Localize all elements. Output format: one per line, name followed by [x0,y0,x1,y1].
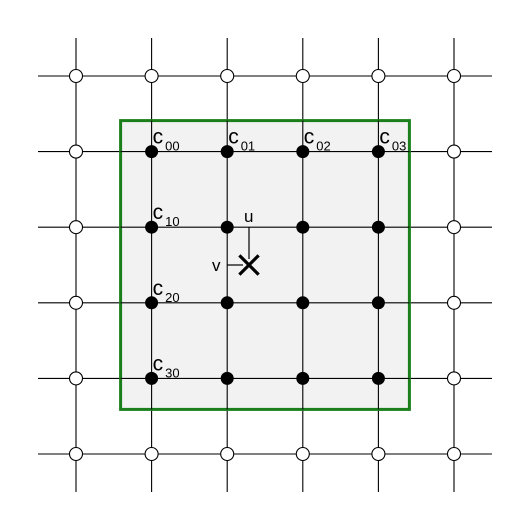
grid-point [446,446,462,462]
coefficient-index: 10 [165,214,179,229]
control-point [220,220,234,234]
grid-point [295,68,310,84]
coefficient-index: 30 [165,365,179,380]
grid-point [68,371,84,386]
grid-point [371,68,386,84]
grid-point [371,446,386,462]
grid-point [68,68,84,84]
grid-point [220,446,235,462]
coefficient-index: 03 [392,139,406,154]
grid-point [220,68,235,84]
control-point [296,371,310,385]
grid-point [144,68,159,84]
grid-point [295,446,310,462]
control-point [371,371,385,385]
coefficient-index: 02 [316,139,330,154]
coefficient-index: 00 [165,139,179,154]
coefficient-base: c [153,201,164,224]
grid-point [446,220,462,235]
sampling-window [119,119,411,411]
coefficient-base: c [153,126,164,149]
cross-icon [238,254,260,276]
coefficient-base: c [228,126,239,149]
control-point [220,145,234,159]
grid-point [68,144,84,159]
grid-point [446,371,462,386]
control-point [371,145,385,159]
control-point [220,371,234,385]
coefficient-index: 01 [241,139,255,154]
grid-points [68,68,462,462]
control-point [296,220,310,234]
control-point [296,296,310,310]
grid-point [446,68,462,84]
v-label: v [212,256,221,275]
grid-point [68,220,84,235]
coefficient-base: c [153,277,164,300]
control-point [371,296,385,310]
grid-point [68,446,84,462]
grid-point [144,446,159,462]
grid-point [68,295,84,310]
control-point [296,145,310,159]
sample-point: u v [212,207,260,276]
grid-point [446,144,462,159]
coefficient-base: c [379,126,390,149]
cross-stroke [238,254,260,276]
control-point [145,296,159,310]
control-point [371,220,385,234]
control-point [145,371,159,385]
coefficient-base: c [153,352,164,375]
control-point [145,220,159,234]
coefficient-index: 20 [165,290,179,305]
control-point [145,145,159,159]
coefficient-base: c [304,126,315,149]
control-point [220,296,234,310]
grid-point [446,295,462,310]
u-label: u [244,207,253,226]
